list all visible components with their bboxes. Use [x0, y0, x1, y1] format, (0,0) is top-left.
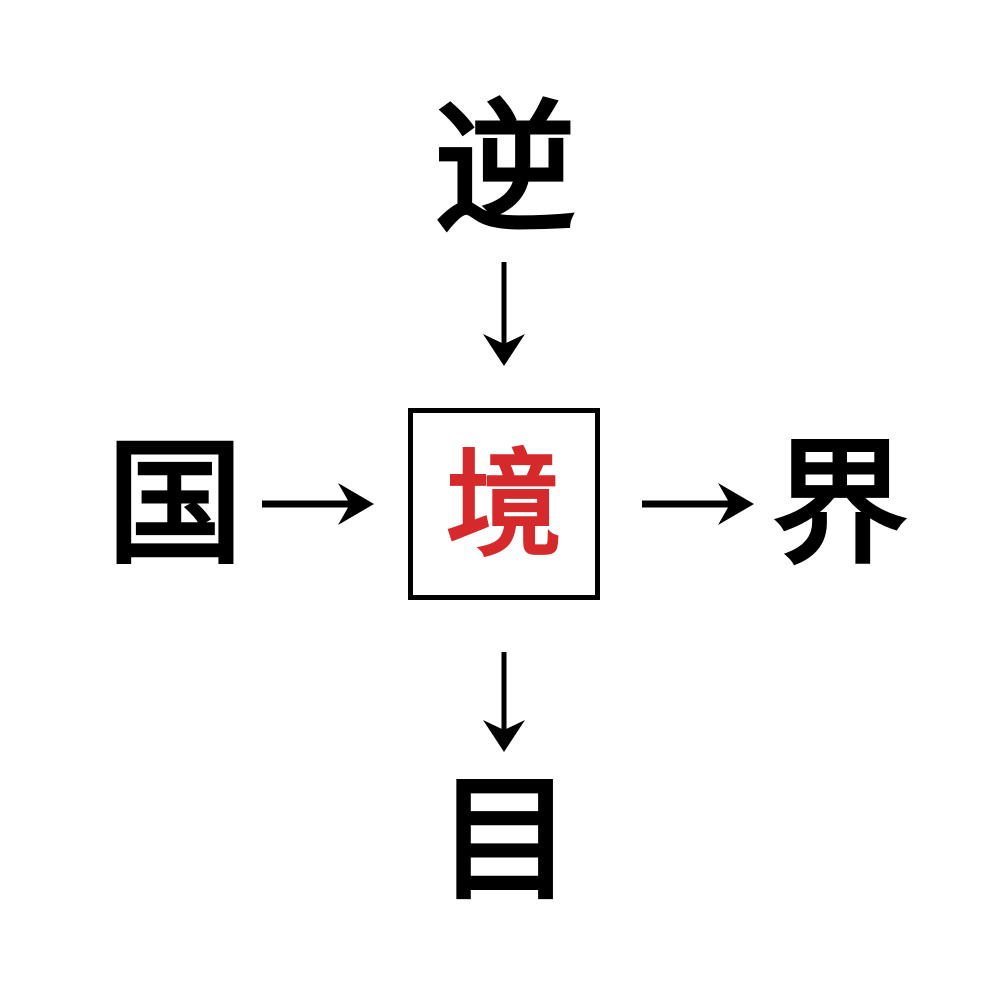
kanji-bottom: 目 — [437, 762, 573, 920]
kanji-top: 逆 — [434, 87, 576, 252]
arrow-down-bottom — [471, 652, 537, 752]
center-kanji-box: 境 — [408, 408, 600, 600]
kanji-left: 国 — [107, 426, 243, 584]
kanji-right: 界 — [772, 426, 908, 584]
arrow-down-top — [471, 262, 537, 366]
arrow-right-left — [262, 472, 374, 536]
center-kanji: 境 — [446, 438, 562, 573]
arrow-right-right — [642, 472, 754, 536]
